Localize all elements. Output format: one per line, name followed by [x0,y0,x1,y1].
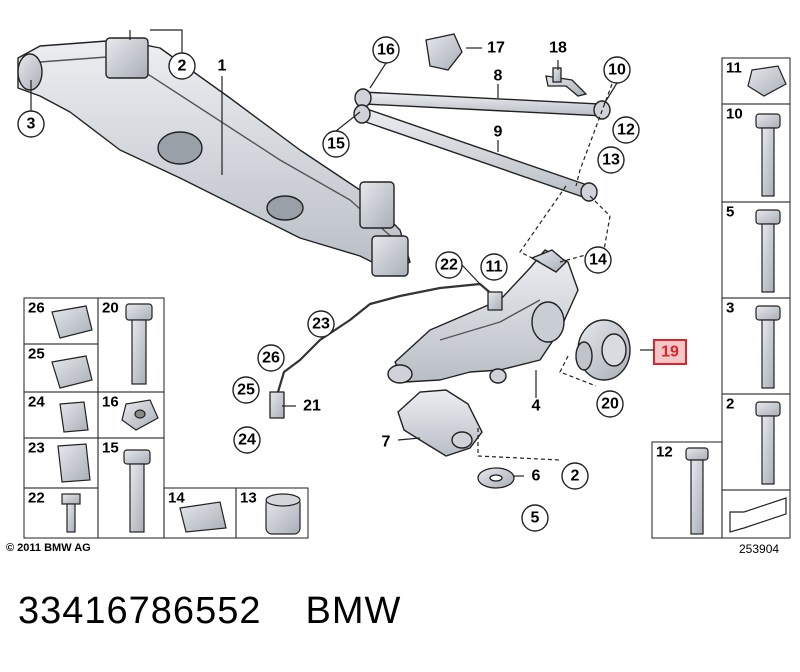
callout-3: 3 [27,116,36,133]
legend-16: 16 [102,393,119,410]
part-23-clip-icon [57,443,91,483]
callout-5: 5 [531,510,540,527]
label-6: 6 [532,468,541,485]
label-18: 18 [549,40,567,57]
control-arms [353,88,611,202]
part-26-clip-icon [51,305,93,339]
legend-12: 12 [656,443,673,460]
axle-carrier [17,37,411,277]
arrow-symbol-icon [729,497,787,533]
dashed-leaders [477,83,613,461]
parts-diagram: 2 1 3 16 15 17 18 8 9 10 12 13 14 22 11 … [17,29,791,539]
part-11-nut-icon [747,65,787,97]
callout-11: 11 [486,259,503,276]
callout-23: 23 [312,316,330,333]
legend-20: 20 [102,299,119,316]
part-12-bolt-icon [685,447,709,535]
part-7-bracket [397,389,483,457]
legend-labels: 26 20 25 24 16 23 15 22 14 13 11 10 5 3 … [28,59,743,506]
legend-3: 3 [726,299,734,316]
legend-13: 13 [240,489,257,506]
leader-lines [30,29,654,477]
legend-14: 14 [168,489,185,506]
label-4: 4 [532,398,541,415]
copyright-notice: © 2011 BMW AG [6,542,91,554]
label-17: 17 [487,40,505,57]
right-legend [651,57,791,539]
label-19-highlighted: 19 [661,344,679,361]
legend-22: 22 [28,489,45,506]
label-21: 21 [303,398,321,415]
part-5-bolt-icon [755,209,781,293]
part-3-bolt-icon [755,305,781,389]
part-number: 33416786552 [18,590,262,632]
wheel-carrier [387,249,579,384]
legend-15: 15 [102,439,119,456]
part-20-bolt-icon [125,303,153,385]
legend-25: 25 [28,345,45,362]
part-13-bushing-icon [265,493,301,535]
part-15-bolt-icon [123,449,151,533]
label-7: 7 [382,434,391,451]
legend-24: 24 [28,393,45,410]
part-16-nut-icon [121,399,159,431]
callout-2b: 2 [571,468,580,485]
legend-11: 11 [726,59,742,76]
callout-26: 26 [262,350,280,367]
sensor-cable [269,282,503,419]
legend-2: 2 [726,395,734,412]
highlight-19-box[interactable] [653,339,687,365]
legend-icons [51,303,301,535]
part-2-bolt-icon [755,401,781,485]
legend-26: 26 [28,299,45,316]
legend-23: 23 [28,439,45,456]
callout-2a: 2 [178,58,187,75]
callout-24: 24 [238,432,256,449]
legend-10: 10 [726,105,743,122]
label-1: 1 [218,58,227,75]
diagram-number: 253904 [739,542,780,556]
wheel-hub [575,319,631,381]
part-25-clip-icon [51,355,93,389]
label-8: 8 [494,68,503,85]
callout-13: 13 [602,152,620,169]
footer: 33416786552 BMW [18,590,445,633]
callout-22: 22 [440,257,458,274]
brand-name: BMW [305,590,402,632]
right-legend-icons [685,65,787,535]
part-18-clip [545,67,588,97]
legend-5: 5 [726,203,734,220]
callout-15: 15 [327,136,345,153]
part-22-bolt-icon [61,493,81,533]
callout-25: 25 [237,382,255,399]
part-24-clip-icon [59,401,89,433]
callout-16: 16 [377,42,395,59]
label-9: 9 [494,124,503,141]
callout-14: 14 [589,252,607,269]
part-14-clip-icon [179,501,227,533]
left-legend [23,297,309,539]
callout-labels: 2 1 3 16 15 17 18 8 9 10 12 13 14 22 11 … [27,40,679,527]
callout-20: 20 [601,396,619,413]
part-17-bracket [425,33,463,71]
part-6-washer [477,467,515,489]
callout-12: 12 [617,122,635,139]
callouts [17,36,640,532]
part-10-bolt-icon [755,113,781,197]
callout-10: 10 [608,62,626,79]
